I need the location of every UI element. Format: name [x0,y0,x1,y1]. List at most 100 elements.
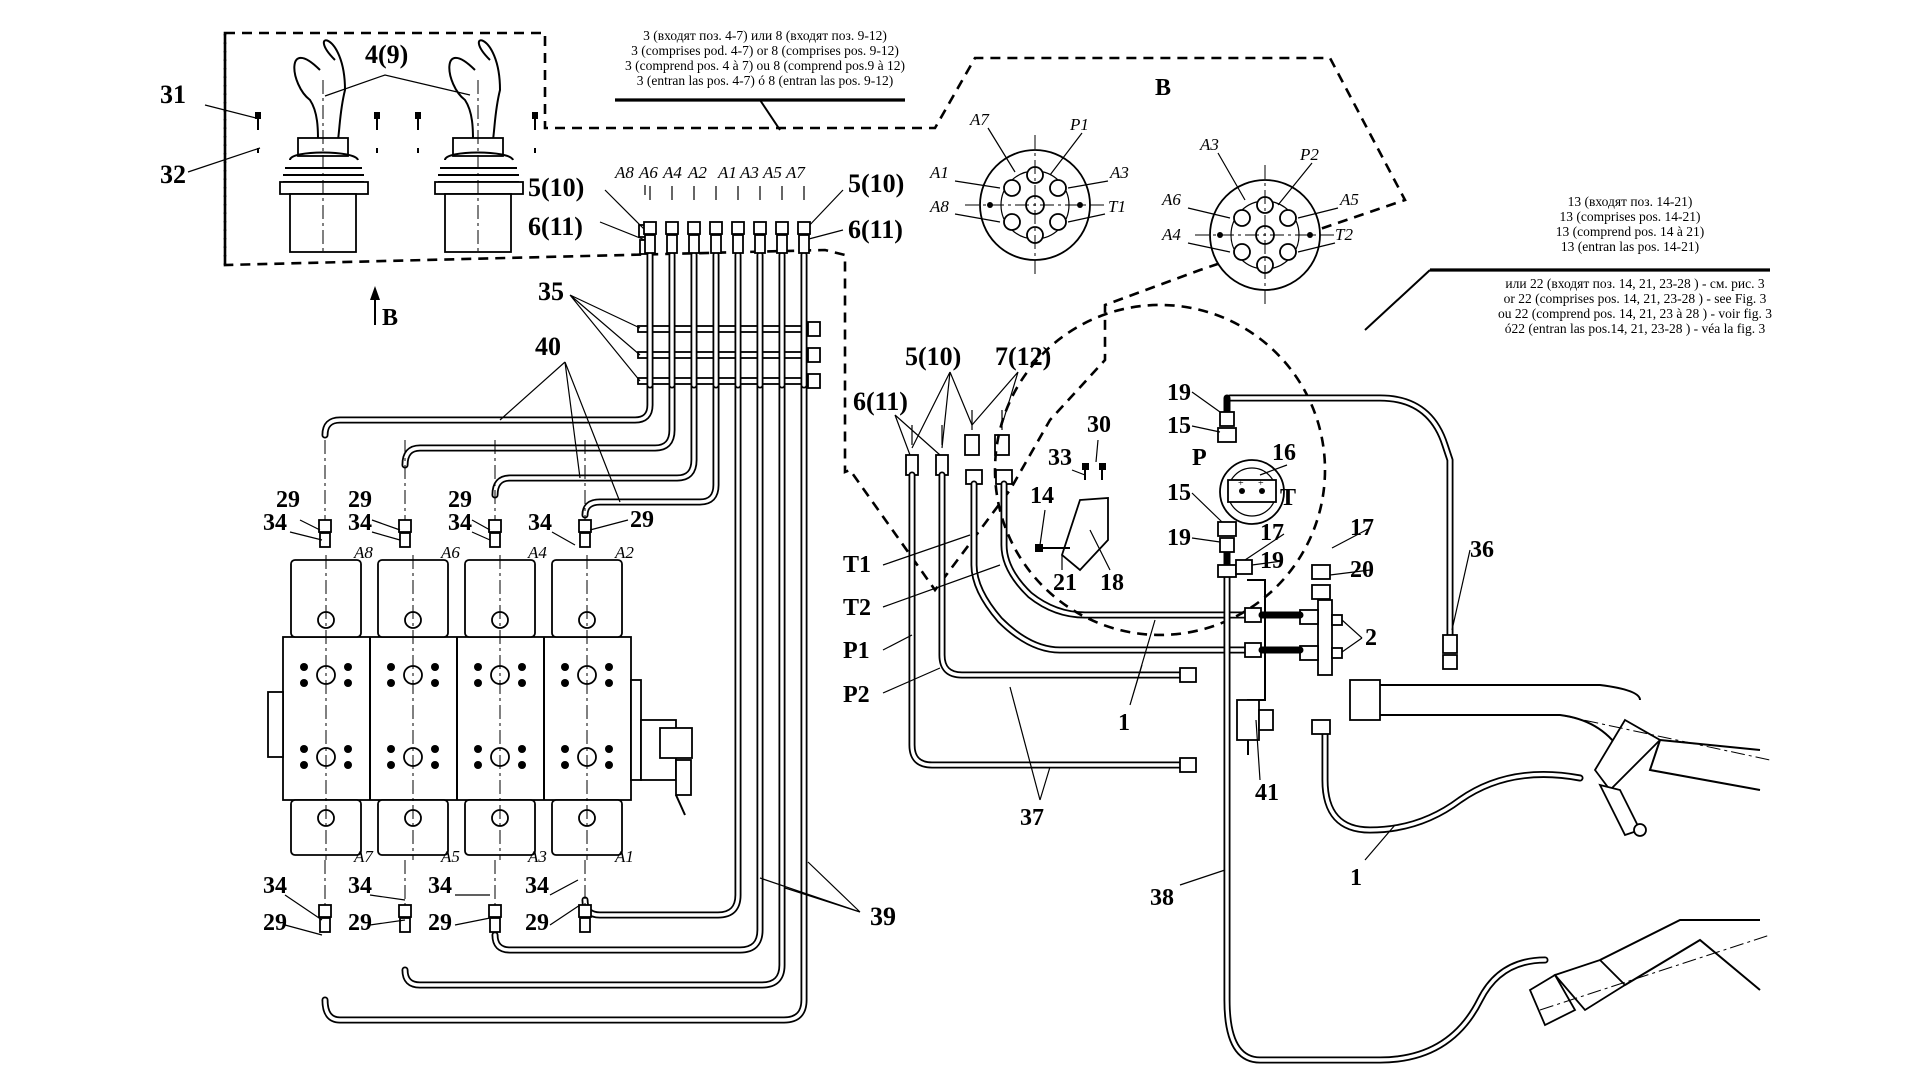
callout-29-c: 29 [448,487,472,513]
fitting-34-top [399,532,411,548]
callout-1-b: 1 [1350,865,1362,891]
callout-29-h: 29 [525,910,549,936]
valve-bolt-top [605,679,613,687]
callout-4-9: 4(9) [365,40,408,69]
svg-text:A5: A5 [440,847,460,866]
port-P: P [1192,445,1207,471]
pt-block-16: + + [1219,459,1285,525]
header-fitting-body [798,234,810,254]
svg-text:13 (comprend pos. 14 à 21): 13 (comprend pos. 14 à 21) [1556,224,1704,239]
header-fitting-body [666,234,678,254]
pump-lines [908,471,1249,769]
fitting-29-bottom [398,904,412,918]
svg-text:A7: A7 [785,163,806,182]
callout-7-12: 7(12) [995,342,1051,371]
callout-39: 39 [870,902,896,931]
view-b-label: B [1155,75,1171,101]
header-fitting-body [710,234,722,254]
disc-b2 [1195,165,1335,305]
callout-15-a: 15 [1167,413,1191,439]
valve-bolt-bottom [605,745,613,753]
clamp-35-group [637,321,821,389]
callout-15-b: 15 [1167,480,1191,506]
valve-top-fittings [318,440,592,548]
header-port-labels: A8 A6 A4 A2 A1 A3 A5 A7 [614,163,806,182]
svg-text:A1: A1 [929,163,949,182]
callout-34-c: 34 [448,510,472,536]
leaders-valve-top [289,519,629,546]
fitting-29-bottom [318,904,332,918]
header-fitting-nut [753,221,767,235]
fitting-34-top [489,532,501,548]
svg-text:A3: A3 [739,163,759,182]
note-right-leader [1364,269,1431,331]
svg-text:A1: A1 [717,163,737,182]
header-fitting-body [644,234,656,254]
valve-bolt-bottom [561,745,569,753]
svg-text:3 (comprend pos. 4 à 7) ou 8 (: 3 (comprend pos. 4 à 7) ou 8 (comprend p… [625,58,905,73]
boom-ram-lower [1528,919,1771,1027]
valve-bolt-top [518,679,526,687]
callout-20: 20 [1350,557,1374,583]
view-b-arrow-label: B [382,305,398,331]
port-T: T [1280,485,1296,511]
svg-text:ou 22 (comprend pos. 14, 21, 2: ou 22 (comprend pos. 14, 21, 23 à 28 ) -… [1498,306,1772,321]
svg-text:A8: A8 [614,163,634,182]
header-fitting-nut [643,221,657,235]
bracket-18 [1035,463,1109,572]
valve-bolt-bottom [561,761,569,769]
callout-T1: T1 [843,552,871,578]
valve-bolt-top [344,679,352,687]
header-fitting-body [754,234,766,254]
disc-b1 [965,135,1105,275]
header-fitting-nut [665,221,679,235]
svg-text:13 (entran las pos. 14-21): 13 (entran las pos. 14-21) [1561,239,1699,254]
disc-b2-labels: A3 P2 A6 A5 A4 T2 [1161,135,1359,253]
tee-fitting-2 [1258,599,1343,676]
leader-39 [759,861,861,913]
callout-34-h: 34 [525,873,549,899]
header-fitting-nut [797,221,811,235]
svg-text:+: + [1238,478,1244,489]
callout-29-g: 29 [428,910,452,936]
svg-text:A7: A7 [353,847,374,866]
valve-bolt-top [300,663,308,671]
svg-text:P2: P2 [1299,145,1319,164]
valve-bolt-top [431,663,439,671]
fitting-34-bottom [489,917,501,933]
svg-text:3 (entran las pos. 4-7) ó 8 (: 3 (entran las pos. 4-7) ó 8 (entran las … [637,73,893,88]
callout-29-a: 29 [276,487,300,513]
control-valve-bank [267,636,642,801]
callout-34-e: 34 [263,873,287,899]
svg-text:ó22 (entran las pos.14, 21, 23: ó22 (entran las pos.14, 21, 23-28 ) - vé… [1505,321,1766,336]
valve-bolt-bottom [387,745,395,753]
leaders-center-top [894,371,1019,456]
svg-text:A3: A3 [1109,163,1129,182]
callout-32: 32 [160,160,186,189]
callout-5-10-right: 5(10) [848,169,904,198]
leaders-bracket [1039,439,1111,571]
svg-text:A4: A4 [662,163,682,182]
detail-hoses [1223,394,1584,1064]
pump-line-ends [1179,607,1262,773]
svg-text:3 (comprises pod. 4-7) or 8 (: 3 (comprises pod. 4-7) or 8 (comprises p… [631,43,899,58]
valve-bolt-top [300,679,308,687]
svg-text:A1: A1 [614,847,634,866]
leader-4-9 [324,74,471,97]
callout-19-b: 19 [1167,525,1191,551]
valve-bolt-bottom [518,761,526,769]
svg-text:+: + [1258,478,1264,489]
fitting-29-top [398,519,412,533]
callout-T2: T2 [843,595,871,621]
valve-bolt-bottom [300,745,308,753]
leader-6-11-right [804,229,844,241]
valve-bolt-top [561,663,569,671]
callout-29-f: 29 [348,910,372,936]
check-valve-41 [1236,579,1274,755]
valve-bolt-bottom [431,761,439,769]
fitting-29-top [318,519,332,533]
callout-34-d: 34 [528,510,552,536]
svg-text:13 (входят поз. 14-21): 13 (входят поз. 14-21) [1568,194,1693,209]
fitting-29-top [578,519,592,533]
callout-19-a: 19 [1167,380,1191,406]
